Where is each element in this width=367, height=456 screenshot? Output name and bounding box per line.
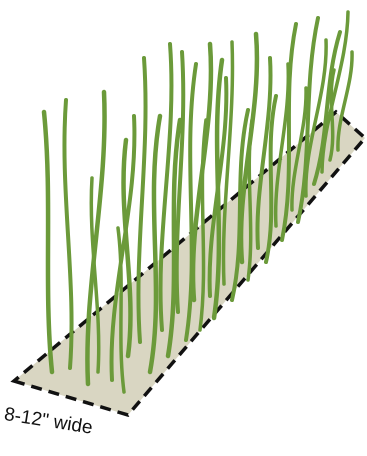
grass-stem (248, 120, 252, 280)
grass-stem (44, 112, 52, 372)
grass-stem (64, 100, 71, 368)
grass-stem (330, 70, 334, 160)
